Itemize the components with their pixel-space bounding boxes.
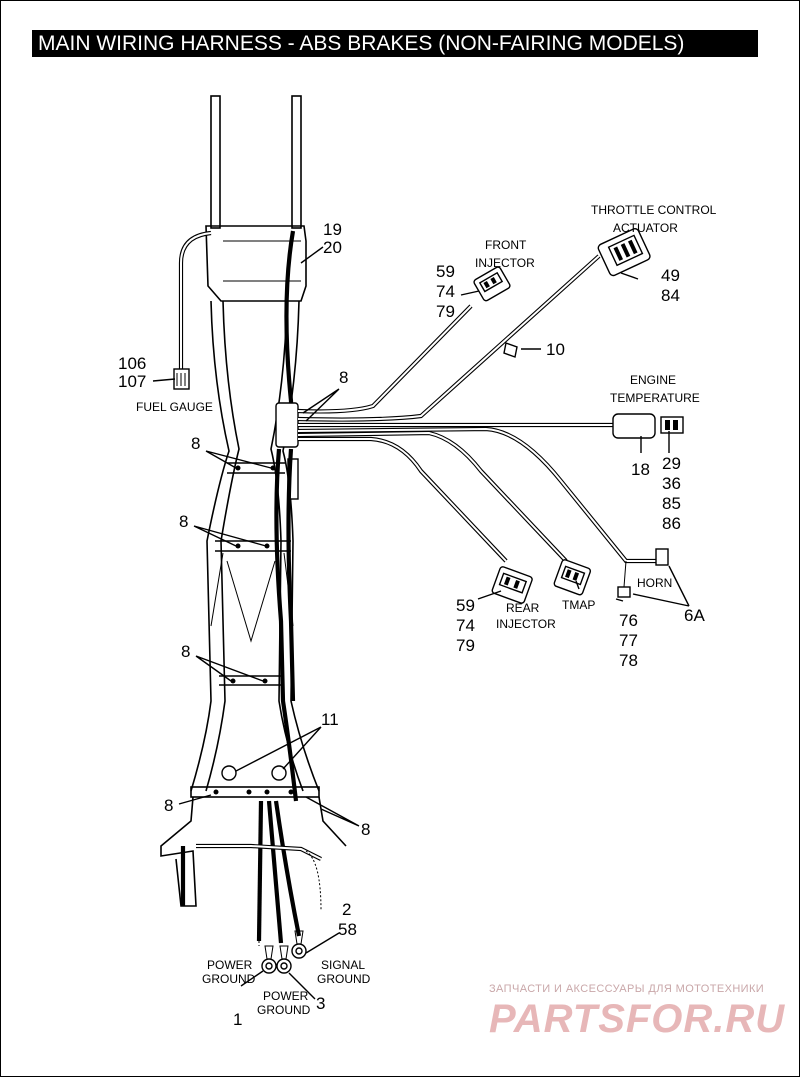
- callout-20: 20: [323, 238, 342, 257]
- callout-8-harness: 8: [339, 368, 348, 387]
- harness-wires: [178, 230, 656, 946]
- watermark: ЗАПЧАСТИ И АКСЕССУАРЫ ДЛЯ МОТОТЕХНИКИ PA…: [489, 983, 789, 1042]
- tie-straps: [213, 465, 294, 795]
- callout-18: 18: [631, 460, 650, 479]
- callout-106: 106: [118, 354, 146, 373]
- throttle-actuator-connector: [597, 228, 651, 277]
- callout-8-left: 8: [164, 796, 173, 815]
- front-injector-label-1: FRONT: [485, 238, 527, 252]
- callout-77: 77: [619, 631, 638, 650]
- callout-8-b: 8: [179, 512, 188, 531]
- callout-11: 11: [321, 710, 339, 729]
- callout-10: 10: [546, 340, 565, 359]
- power-ground-center-label-1: POWER: [263, 989, 309, 1003]
- throttle-actuator-label-2: ACTUATOR: [613, 221, 678, 235]
- callout-labels: THROTTLE CONTROL ACTUATOR 19 20 FRONT IN…: [118, 203, 717, 1029]
- callout-8-a: 8: [191, 434, 200, 453]
- front-injector-connector: [473, 266, 511, 302]
- callout-1: 1: [233, 1010, 242, 1029]
- callout-74-front: 74: [436, 282, 455, 301]
- callout-79-rear: 79: [456, 636, 475, 655]
- horn-label: HORN: [637, 576, 672, 590]
- callout-8-c: 8: [181, 642, 190, 661]
- throttle-actuator-label-1: THROTTLE CONTROL: [591, 203, 717, 217]
- leader-lines: [152, 246, 690, 1000]
- callout-107: 107: [118, 372, 146, 391]
- engine-temperature-sensor: [612, 413, 656, 439]
- callout-3: 3: [316, 994, 325, 1013]
- callout-76: 76: [619, 611, 638, 630]
- tmap-connector: [553, 559, 592, 596]
- callout-85: 85: [662, 494, 681, 513]
- harness-junction-block: [275, 402, 299, 448]
- callout-29: 29: [662, 454, 681, 473]
- front-injector-label-2: INJECTOR: [475, 256, 535, 270]
- motorcycle-frame: [160, 95, 347, 907]
- callout-8-right: 8: [361, 820, 370, 839]
- callout-19: 19: [323, 220, 342, 239]
- engine-temperature-label-2: TEMPERATURE: [610, 391, 700, 405]
- callout-6a: 6A: [684, 606, 705, 625]
- power-ground-left-label-2: GROUND: [202, 972, 256, 986]
- signal-ground-label-2: GROUND: [317, 972, 371, 986]
- page-title: MAIN WIRING HARNESS - ABS BRAKES (NON-FA…: [32, 30, 758, 57]
- callout-36: 36: [662, 474, 681, 493]
- callout-78: 78: [619, 651, 638, 670]
- harness-clip: [503, 342, 518, 358]
- callout-59-front: 59: [436, 262, 455, 281]
- signal-ground-label-1: SIGNAL: [321, 958, 365, 972]
- callout-59-rear: 59: [456, 596, 475, 615]
- callout-49: 49: [661, 266, 680, 285]
- engine-temperature-label-1: ENGINE: [630, 373, 676, 387]
- callout-86: 86: [662, 514, 681, 533]
- horn-connector-2: [617, 586, 631, 598]
- rear-injector-label-2: INJECTOR: [496, 617, 556, 631]
- watermark-tagline: ЗАПЧАСТИ И АКСЕССУАРЫ ДЛЯ МОТОТЕХНИКИ: [489, 983, 765, 995]
- power-ground-center-label-2: GROUND: [257, 1003, 311, 1017]
- power-ground-left-label-1: POWER: [207, 958, 253, 972]
- fuel-gauge-label: FUEL GAUGE: [136, 400, 213, 414]
- watermark-logo: PARTSFOR.RU: [489, 997, 786, 1041]
- callout-84: 84: [661, 286, 680, 305]
- rear-injector-label-1: REAR: [506, 601, 540, 615]
- callout-2: 2: [342, 900, 351, 919]
- callout-74-rear: 74: [456, 616, 475, 635]
- callout-58: 58: [338, 920, 357, 939]
- callout-79-front: 79: [436, 302, 455, 321]
- tmap-label: TMAP: [562, 598, 595, 612]
- horn-connector: [655, 548, 669, 566]
- rear-injector-connector: [491, 566, 533, 604]
- connectors: [173, 228, 684, 974]
